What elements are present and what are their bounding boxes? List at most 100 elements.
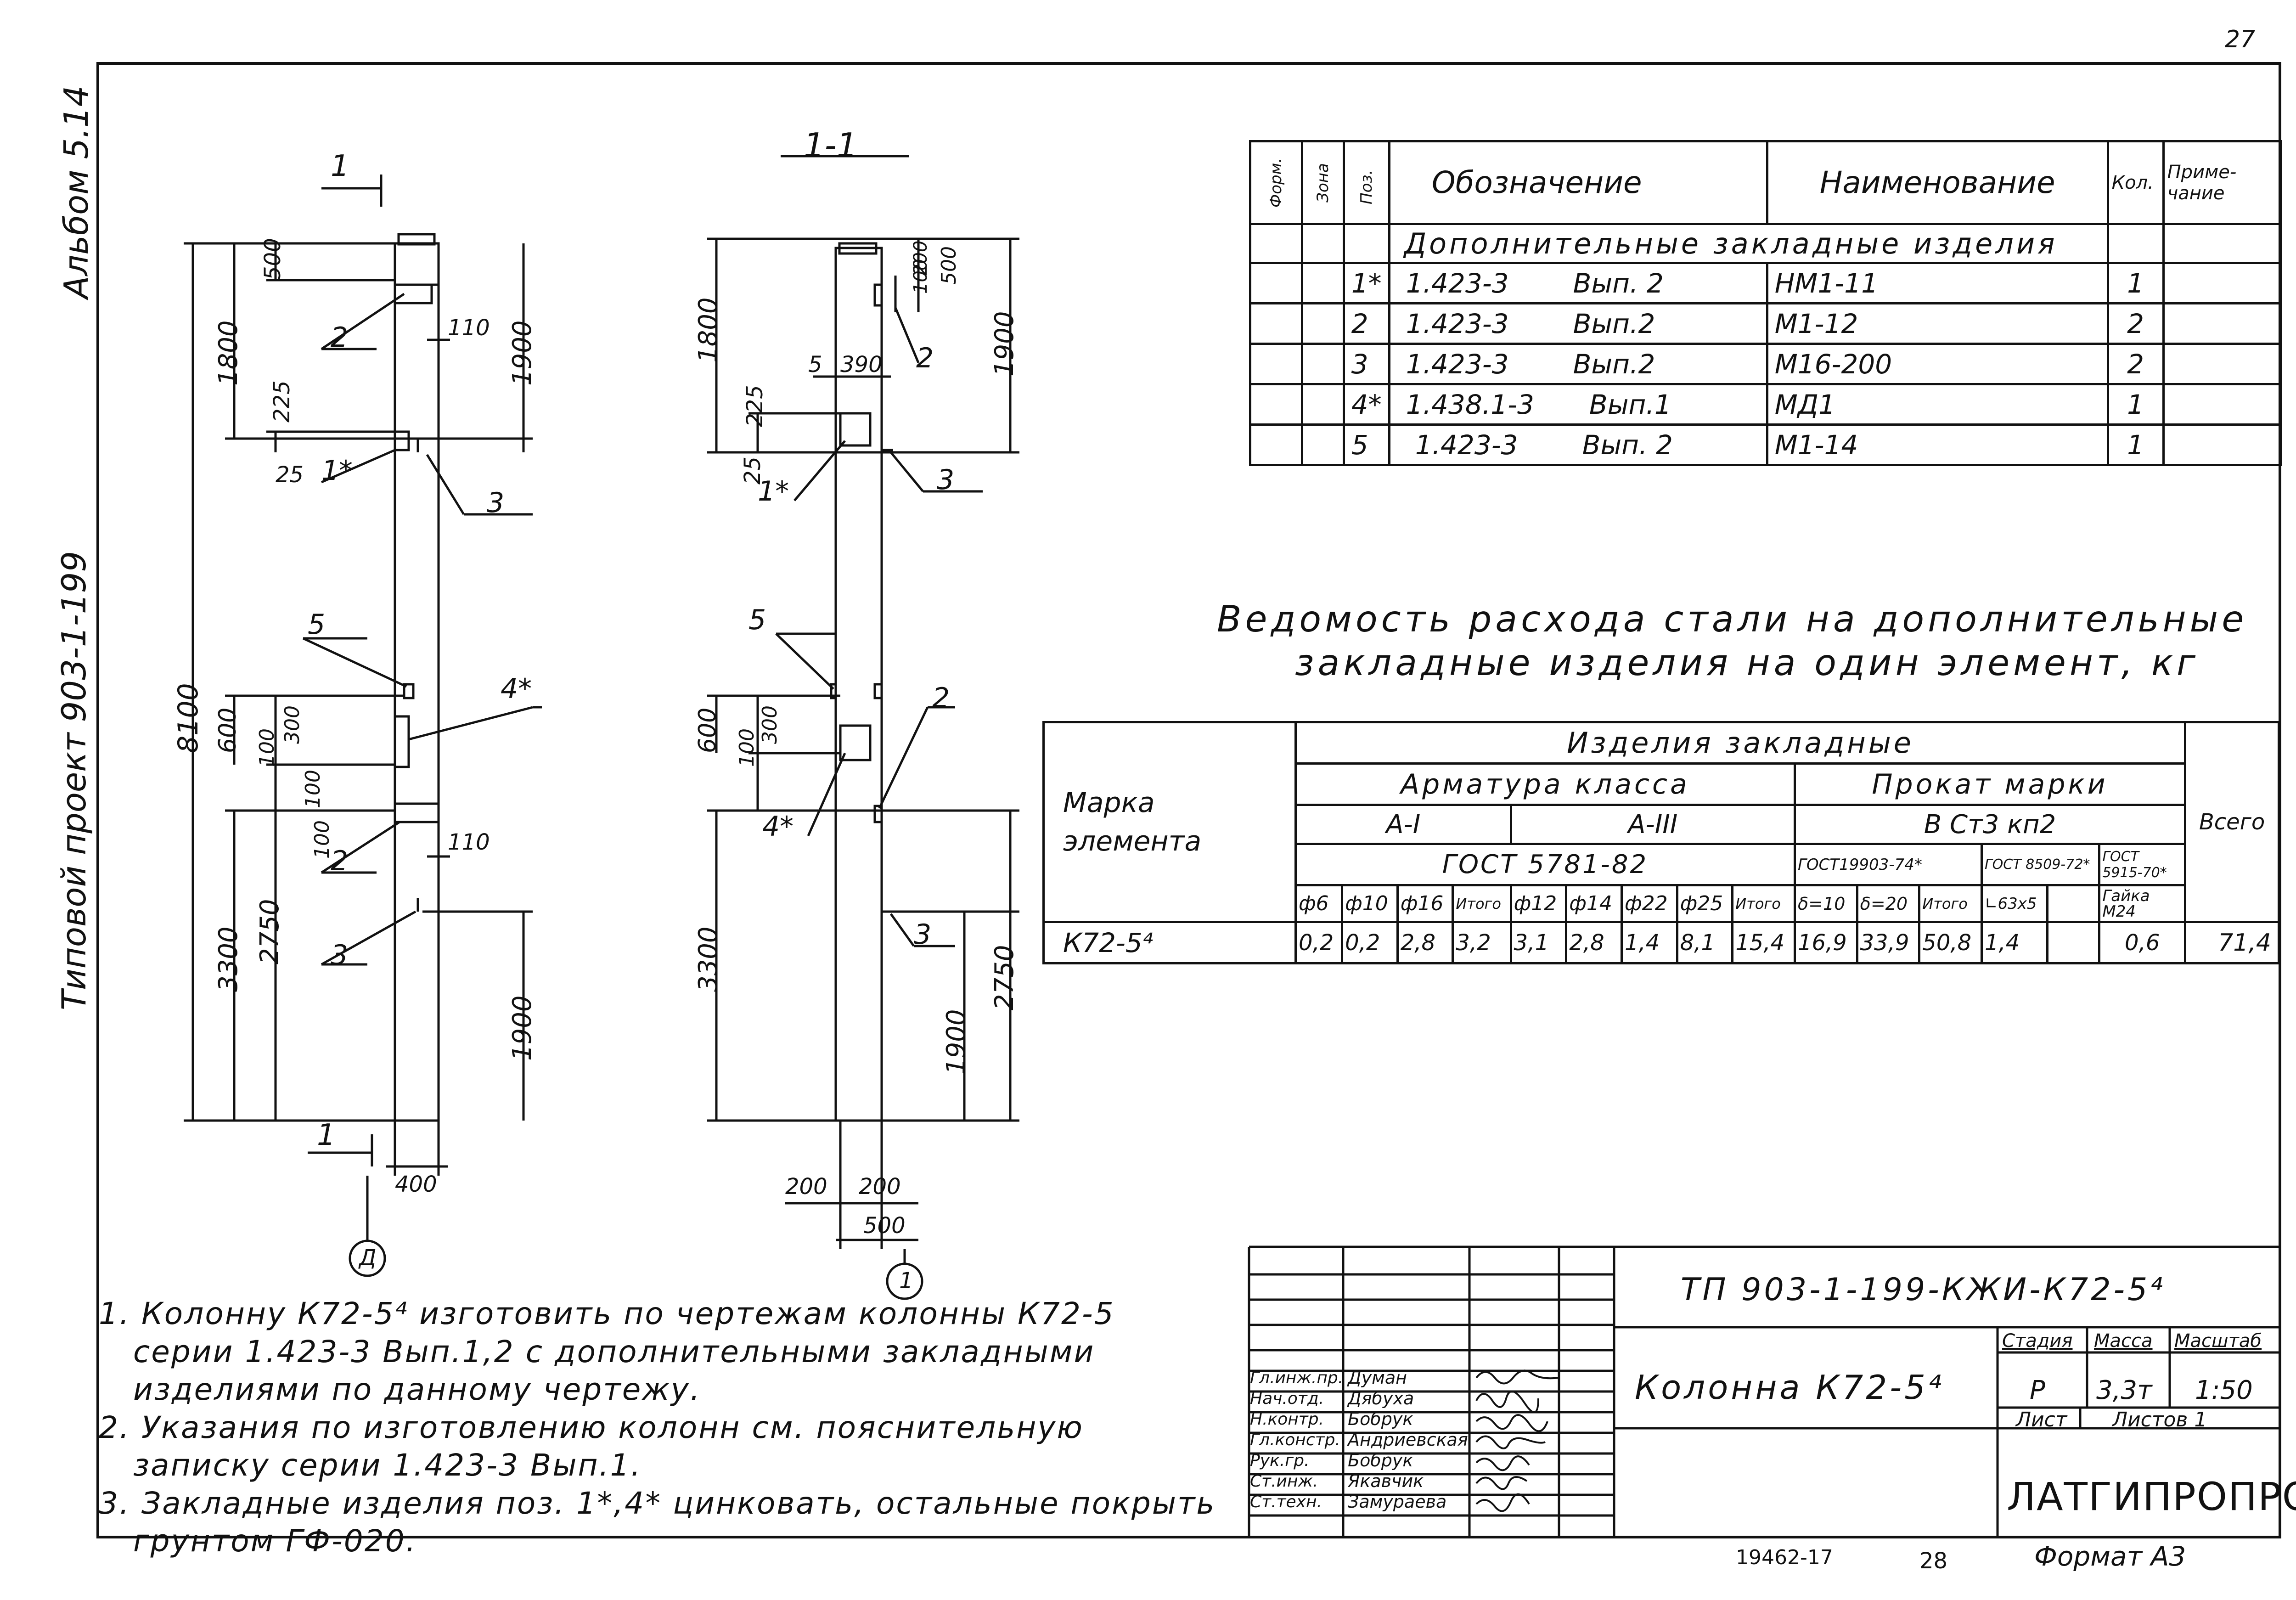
dim-500-right-bottom: 500	[863, 1213, 906, 1239]
callout-left-3a: 3	[487, 487, 505, 519]
callout-left-2a: 2	[331, 321, 349, 354]
note-line: изделиями по данному чертежу.	[133, 1372, 701, 1407]
left-column-cap	[397, 233, 436, 246]
hdr-qty: Кол.	[2106, 140, 2165, 225]
hdr-name: Наименование	[1766, 140, 2109, 225]
title-block-stage-label: Стадия	[2002, 1330, 2073, 1352]
right-column-cap	[838, 242, 878, 255]
name-list: Думан Дябуха Бобрук Андриевская Бобрук Я…	[1348, 1368, 1468, 1512]
spec-table: Форм. Зона Поз. Обозначение Наименование…	[1249, 140, 2283, 466]
hdr-format: Форм.	[1249, 140, 1304, 225]
steel-grade: В Ст3 кп2	[1793, 804, 2187, 845]
inventory-number: 19462-17	[1736, 1546, 1833, 1569]
drawing-frame	[96, 62, 2281, 1538]
left-embed-2-top-plate	[394, 283, 433, 304]
person-name: Бобрук	[1348, 1450, 1413, 1470]
role: Гл.констр.	[1250, 1431, 1340, 1449]
note-line: 2. Указания по изготовлению колонн см. п…	[99, 1409, 1084, 1445]
role: Ст.инж.	[1250, 1472, 1318, 1491]
hdr-zone: Зона	[1301, 140, 1345, 225]
dim-110-bottom: 110	[448, 829, 490, 855]
callout-right-3a: 3	[937, 464, 955, 496]
right-embed-2-top	[873, 283, 883, 307]
org-logo: ЛАТГИПРОПРОМ	[2007, 1474, 2296, 1519]
axis-label-1: 1	[899, 1268, 913, 1294]
role: Рук.гр.	[1250, 1451, 1310, 1470]
person-name: Замураева	[1348, 1492, 1447, 1512]
steel-table: Марка элемента Изделия закладные Всего А…	[1042, 721, 2280, 964]
steel-cols-row: ф6 ф10 ф16 Итого ф12 ф14 ф22 ф25 Итого δ…	[1044, 884, 2279, 923]
title-block-sheet-label: Лист	[2016, 1408, 2067, 1431]
steel-gost-rolled-1: ГОСТ19903-74*	[1793, 843, 1983, 886]
right-embed-2-mid	[873, 683, 883, 699]
steel-title-line2: закладные изделия на один элемент, кг	[1295, 642, 2200, 684]
title-block-scale: 1:50	[2195, 1375, 2253, 1405]
note-line: серии 1.423-3 Вып.1,2 с дополнительными …	[133, 1334, 1095, 1369]
steel-group: Изделия закладные	[1294, 721, 2187, 765]
note-line: 1. Колонну К72-5⁴ изготовить по чертежам…	[99, 1296, 1115, 1331]
callout-right-4star: 4*	[762, 811, 794, 843]
steel-rebar: Арматура класса	[1294, 762, 1796, 806]
title-block-drawing-name: Колонна К72-5⁴	[1635, 1368, 1944, 1407]
title-block-scale-label: Масштаб	[2174, 1330, 2262, 1352]
page-number: 27	[2225, 26, 2256, 53]
dim-400: 400	[395, 1172, 437, 1197]
dim-5-right: 5	[808, 352, 822, 377]
steel-data-row: К72-5⁴ 0,2 0,2 2,8 3,2 3,1 2,8 1,4 8,1 1…	[1042, 921, 2280, 964]
section-label: 1-1	[804, 126, 858, 164]
dim-25-left: 25	[276, 462, 304, 488]
note-line: грунтом ГФ-020.	[133, 1523, 417, 1559]
person-name: Думан	[1348, 1368, 1407, 1388]
callout-right-3b: 3	[914, 918, 932, 951]
hdr-pos: Поз.	[1342, 140, 1390, 225]
notes: 1. Колонну К72-5⁴ изготовить по чертежам…	[99, 1295, 1216, 1561]
steel-title-line1: Ведомость расхода стали на дополнительны…	[1217, 599, 2248, 640]
callout-left-2b: 2	[331, 845, 349, 877]
role: Н.контр.	[1250, 1410, 1324, 1429]
steel-class-a3: А-III	[1509, 804, 1796, 845]
axis-label-d: Д	[359, 1245, 377, 1271]
steel-mark-header: Марка элемента	[1042, 721, 1297, 923]
hdr-note: Приме-чание	[2162, 140, 2283, 225]
callout-right-2a: 2	[916, 342, 934, 374]
left-embed-1	[394, 430, 410, 451]
title-block-mass-label: Масса	[2094, 1330, 2153, 1352]
left-embed-5	[403, 683, 415, 699]
left-embed-2-bot	[394, 802, 440, 823]
role: Нач.отд.	[1250, 1389, 1324, 1408]
sheet-number: 28	[1919, 1548, 1948, 1574]
callout-left-3b: 3	[331, 939, 349, 971]
role-list: Гл.инж.пр. Нач.отд. Н.контр. Гл.констр. …	[1250, 1368, 1343, 1512]
note-line: 3. Закладные изделия поз. 1*,4* цинковат…	[99, 1485, 1216, 1521]
steel-class-a1: А-I	[1294, 804, 1512, 845]
note-line: записку серии 1.423-3 Вып.1.	[133, 1448, 642, 1483]
axis-circle-d	[349, 1239, 386, 1277]
title-block-stage: Р	[2030, 1375, 2045, 1405]
title-block-code: ТП 903-1-199-КЖИ-К72-5⁴	[1681, 1272, 2166, 1308]
cut-mark-bottom: 1	[317, 1118, 336, 1152]
steel-gost-rolled-3: ГОСТ 5915-70*	[2098, 843, 2187, 886]
callout-left-5: 5	[308, 608, 326, 641]
right-embed-4	[839, 724, 872, 761]
person-name: Андриевская	[1348, 1430, 1468, 1450]
callout-left-1star: 1*	[321, 455, 353, 487]
person-name: Якавчик	[1348, 1471, 1424, 1491]
role: Ст.техн.	[1250, 1493, 1322, 1511]
callout-left-4star: 4*	[501, 673, 532, 705]
title-block-mass: 3,3т	[2096, 1375, 2152, 1405]
dim-110-top: 110	[448, 315, 490, 341]
title-block-sheets-label: Листов 1	[2112, 1408, 2207, 1431]
dim-200-right-b: 200	[859, 1174, 901, 1200]
steel-total-header: Всего	[2184, 721, 2280, 923]
right-embed-5	[830, 683, 837, 699]
spec-group-title: Дополнительные закладные изделия	[1388, 223, 2109, 264]
dim-390: 390	[840, 352, 883, 377]
person-name: Дябуха	[1348, 1388, 1414, 1408]
format-label: Формат А3	[2034, 1541, 2186, 1572]
